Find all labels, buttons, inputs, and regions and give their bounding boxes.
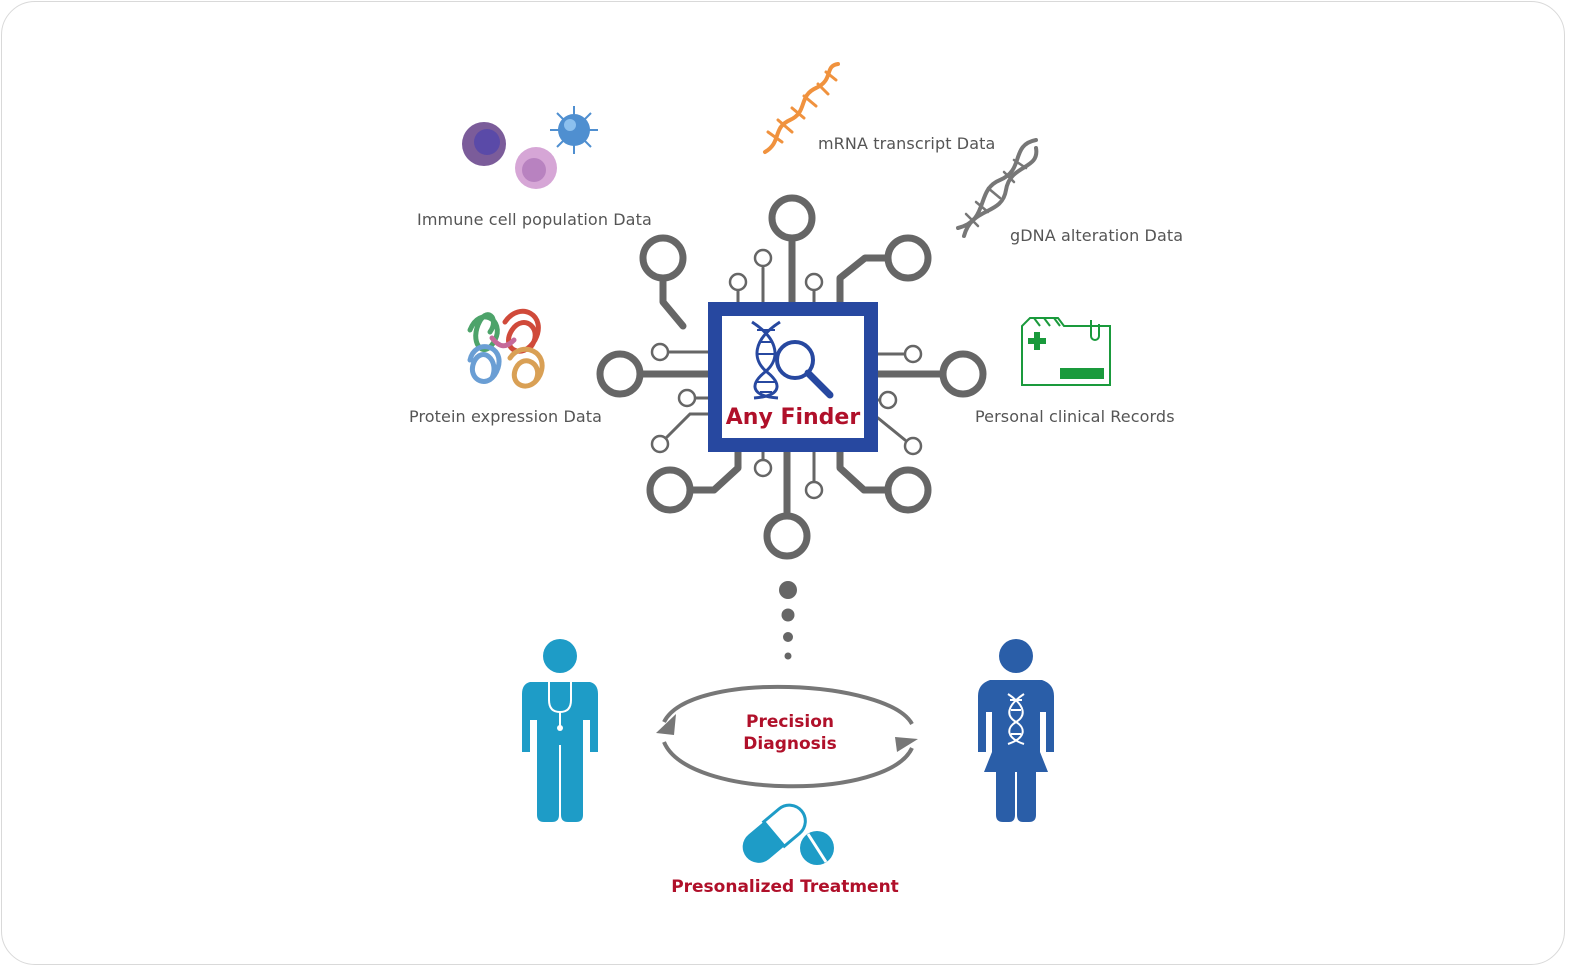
- label-protein-data: Protein expression Data: [409, 407, 603, 426]
- cycle-label-line1: Precision: [745, 712, 834, 732]
- protein-structure-icon: [467, 308, 545, 389]
- circuit-nodes-large: [596, 194, 987, 560]
- immune-cells-icon: [462, 106, 598, 189]
- dna-helix-icon: [956, 138, 1039, 238]
- dna-magnifier-icon: [751, 320, 834, 400]
- cycle-label: Precision Diagnosis: [720, 711, 860, 755]
- capsule-pill-icon: [742, 803, 834, 865]
- arrow-head-right: [895, 737, 918, 752]
- doctor-icon: [522, 639, 598, 822]
- cycle-label-line2: Diagnosis: [743, 734, 837, 754]
- rna-strand-icon: [763, 62, 840, 154]
- patient-icon: [978, 639, 1054, 822]
- medical-folder-icon: [1021, 317, 1111, 386]
- core-title: Any Finder: [725, 405, 861, 430]
- label-gdna-data: gDNA alteration Data: [1010, 226, 1184, 245]
- label-immune-cell-data: Immune cell population Data: [417, 210, 652, 229]
- circuit-traces: [636, 234, 946, 520]
- arrow-head-left: [656, 714, 676, 735]
- cycle-arrows: [662, 684, 914, 789]
- label-mrna-data: mRNA transcript Data: [818, 134, 996, 153]
- treatment-label: Presonalized Treatment: [671, 877, 899, 897]
- circuit-thin-traces: [664, 266, 907, 484]
- label-clinical-records: Personal clinical Records: [975, 407, 1175, 426]
- connector-dots: [779, 581, 797, 660]
- circuit-nodes-small: [650, 248, 923, 500]
